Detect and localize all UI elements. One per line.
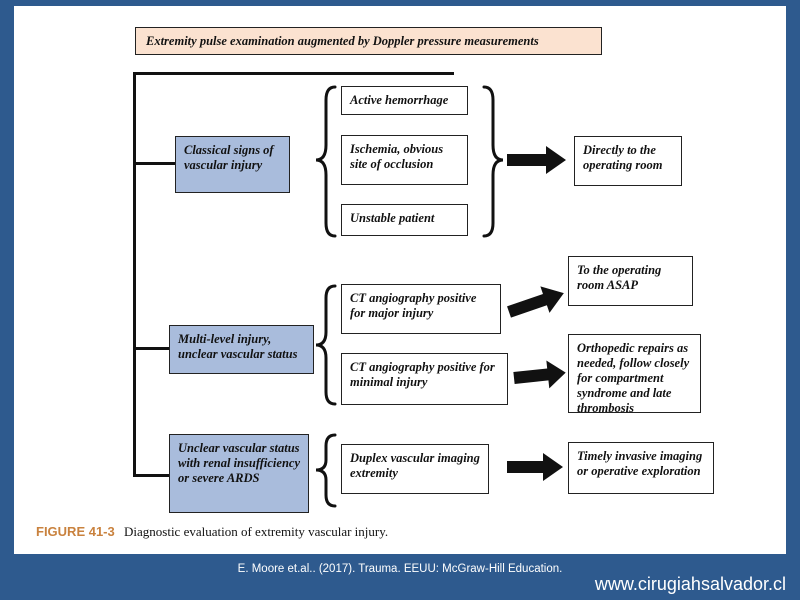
- finding-unstable-patient: Unstable patient: [341, 204, 468, 236]
- arrow-to-invasive-imaging: [507, 453, 563, 481]
- arrow-to-or: [507, 146, 566, 174]
- figure-label: FIGURE 41-3: [36, 524, 115, 539]
- arrow-to-orthopedic: [513, 360, 566, 389]
- outcome-directly-to-or: Directly to the operating room: [574, 136, 682, 186]
- figure-caption-text: Diagnostic evaluation of extremity vascu…: [124, 524, 389, 539]
- brace-left-classical: [315, 85, 337, 238]
- figure-caption: FIGURE 41-3 Diagnostic evaluation of ext…: [36, 524, 388, 540]
- finding-duplex-imaging: Duplex vascular imaging extremity: [341, 444, 489, 494]
- outcome-invasive-imaging: Timely invasive imaging or operative exp…: [568, 442, 714, 494]
- finding-ischemia-occlusion: Ischemia, obvious site of occlusion: [341, 135, 468, 185]
- top-box: Extremity pulse examination augmented by…: [135, 27, 602, 55]
- branch-line-classical: [133, 162, 175, 165]
- brace-right-classical: [482, 85, 504, 238]
- branch-line-multilevel: [133, 347, 169, 350]
- branch-line-renal: [133, 474, 169, 477]
- website-url: www.cirugiahsalvador.cl: [594, 574, 786, 594]
- tree-top-line: [133, 72, 454, 75]
- brace-left-ct: [315, 284, 337, 406]
- finding-ct-minimal-injury: CT angiography positive for minimal inju…: [341, 353, 508, 405]
- citation: E. Moore et.al.. (2017). Trauma. EEUU: M…: [237, 563, 563, 575]
- finding-active-hemorrhage: Active hemorrhage: [341, 86, 468, 115]
- category-renal-insufficiency: Unclear vascular status with renal insuf…: [169, 434, 309, 513]
- arrow-to-or-asap: [507, 286, 564, 318]
- outcome-orthopedic-repairs: Orthopedic repairs as needed, follow clo…: [568, 334, 701, 415]
- outcome-or-asap: To the operating room ASAP: [568, 256, 693, 306]
- category-classical-signs: Classical signs of vascular injury: [175, 136, 290, 193]
- brace-left-duplex: [315, 433, 337, 508]
- tree-trunk-line: [133, 72, 136, 477]
- finding-ct-major-injury: CT angiography positive for major injury: [341, 284, 501, 334]
- category-multi-level-injury: Multi-level injury, unclear vascular sta…: [169, 325, 314, 374]
